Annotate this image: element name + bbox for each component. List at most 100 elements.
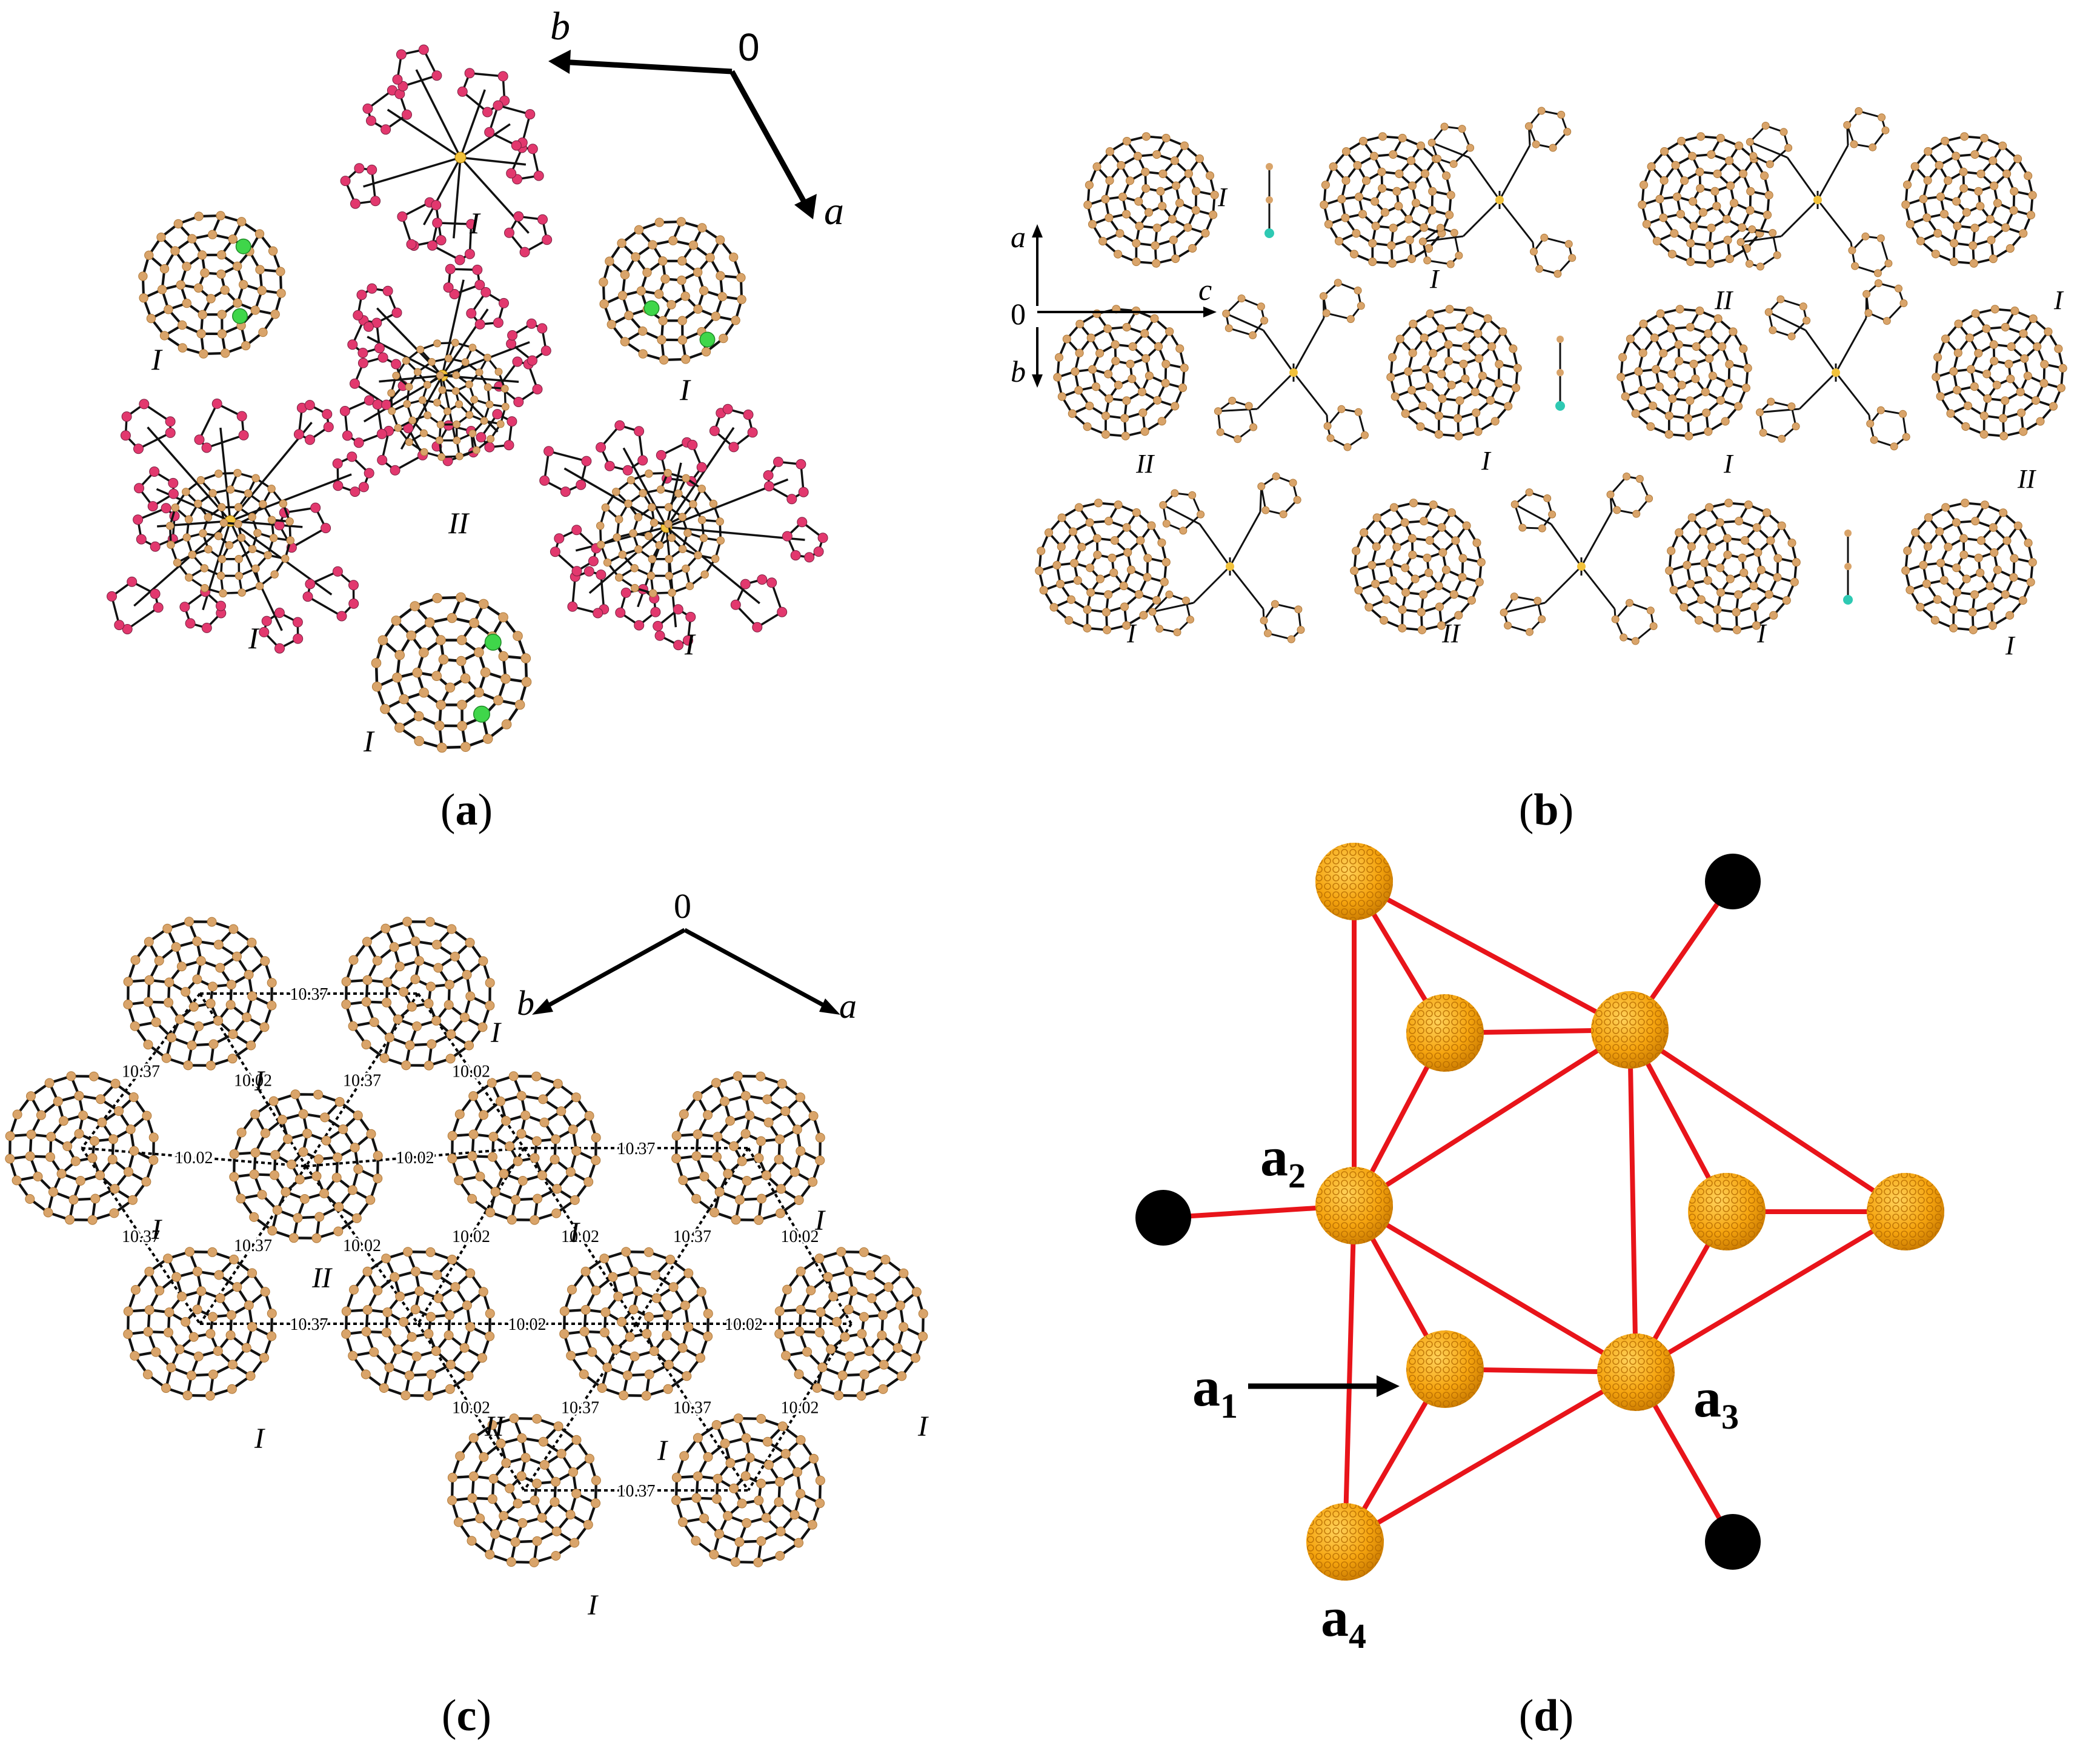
panel-b-axis-a-label: a [1011,220,1026,254]
site-node-bT [1705,854,1761,909]
crown-cluster-center [339,264,551,476]
distance-label: 10.02 [396,1149,434,1167]
distance-label: 10.02 [781,1399,819,1418]
fullerene-I-chloro-left [138,211,286,359]
distance-label: 10.37 [617,1140,656,1158]
panel-c-label-8: II [484,1410,505,1443]
distance-label: 10.02 [781,1227,819,1246]
distance-label: 10.37 [343,1072,381,1091]
fullerene-node-a2 [1315,1167,1393,1244]
distance-label: 10.37 [122,1227,160,1246]
panel-c-fullerene-4 [229,1089,383,1243]
panel-b-axis-c-label: c [1198,273,1212,307]
distance-label: 10.02 [452,1063,490,1081]
network-edge [1627,1029,1638,1373]
distance-label: 10.37 [290,985,328,1004]
contact-line [305,1147,525,1167]
fullerene-node-a3 [1597,1333,1675,1411]
fullerene-node-inLow [1406,1330,1484,1408]
panel-c-fullerene-6 [671,1071,825,1225]
network-edge [1353,879,1631,1032]
panel-c-fullerene-8 [341,1247,495,1401]
panel-c-fullerene-9 [559,1247,713,1401]
fullerene-node-mid [1688,1173,1766,1250]
panel-c-distance-labels: 10.37 10.37 10.02 10.37 10.02 10.02 10.02 10.37… [120,983,821,1502]
panel-b-label-1: I [1217,182,1228,212]
panel-c-fullerene-10 [774,1247,928,1401]
panel-b-fullerene-12 [1901,499,2037,634]
panel-b-axis-origin: 0 [1011,297,1026,331]
distance-label: 10.02 [561,1227,599,1246]
site-label-a4: a4 [1321,1586,1366,1656]
panel-c-fullerene-3 [5,1071,159,1225]
panel-b-fullerene-7 [1617,305,1752,440]
panel-c-fullerene-12 [671,1413,825,1567]
panel-c-label-7: I [254,1423,265,1455]
distance-label: 10.02 [452,1227,490,1246]
panel-b-small-molecule-11 [1555,336,1565,411]
caption-panel-a: (a) [440,785,493,835]
panel-b-label-2: I [1429,264,1440,294]
site-label-a3: a3 [1693,1367,1739,1436]
fullerene-I-right-core [596,468,725,598]
panel-a-label-4: II [448,506,470,540]
panel-b-fullerene-3 [1638,132,1773,268]
fullerene-node-a4 [1306,1503,1384,1581]
distance-label: 10.02 [343,1237,381,1255]
caption-panel-c: (c) [441,1691,492,1741]
panel-b-fullerene-10 [1350,499,1486,634]
panel-c-axes: 0 b a [517,886,857,1026]
caption-panel-b: (b) [1518,785,1574,835]
panel-b-label-11: I [1756,619,1767,648]
network-edge [1628,1028,1907,1214]
panel-b-small-molecule-2 [1264,163,1274,238]
panel-a-axes: 0 b a [548,4,844,233]
distance-label: 10.37 [617,1482,656,1501]
panel-c-axis-a-label: a [839,986,857,1026]
network-edge [1352,1028,1632,1208]
panel-b-fullerene-11 [1665,499,1801,634]
panel-c-label-10: I [917,1410,929,1443]
panel-a-label-1: I [151,342,163,376]
distance-label: 10.02 [234,1072,272,1091]
network-edge [1343,1205,1357,1542]
distance-label: 10.37 [290,1315,328,1334]
site-label-a2: a2 [1260,1126,1306,1195]
panel-c-label-6: I [151,1214,162,1246]
distance-label: 10.37 [673,1399,711,1418]
fullerene-I-left-core [165,468,295,598]
panel-a-label-2: I [469,206,481,240]
panel-d-site-labels: a1 a2 a3 a4 [1192,1126,1739,1656]
distance-label: 10.37 [673,1227,711,1246]
panel-d-arrow [1248,1375,1400,1397]
panel-a-axis-a-label: a [824,189,844,233]
panel-b-fullerene-6 [1386,305,1522,440]
network-edge [1634,1209,1907,1375]
panel-c-fullerene-1 [123,917,277,1071]
panel-b-fullerene-8 [1932,305,2067,440]
panel-b-label-7: I [1723,449,1734,479]
panel-a-molecules [107,44,828,753]
panel-c-label-11: I [587,1589,599,1621]
panel-a-axis-origin: 0 [738,25,760,69]
panel-b-fullerene-9 [1035,499,1171,634]
panel-c-label-5: I [814,1204,826,1237]
panel-a-axis-b-label: b [550,4,570,48]
fullerene-I-chloro-bottom [371,592,532,753]
distance-label: 10.02 [725,1315,763,1334]
panel-c-fullerene-5 [447,1071,601,1225]
panel-d-nodes [1135,843,1944,1581]
panel-b-donor-9 [1214,279,1369,451]
distance-label: 10.37 [122,1063,160,1081]
panel-b-label-9: I [1126,619,1137,648]
fullerene-node-top [1315,843,1393,920]
panel-b-label-10: II [1441,619,1461,648]
panel-b-donor-6 [1736,107,1893,277]
panel-a-label-3: I [679,373,691,407]
panel-b-axis-b-label: b [1011,354,1026,388]
fullerene-node-right [1867,1173,1944,1250]
